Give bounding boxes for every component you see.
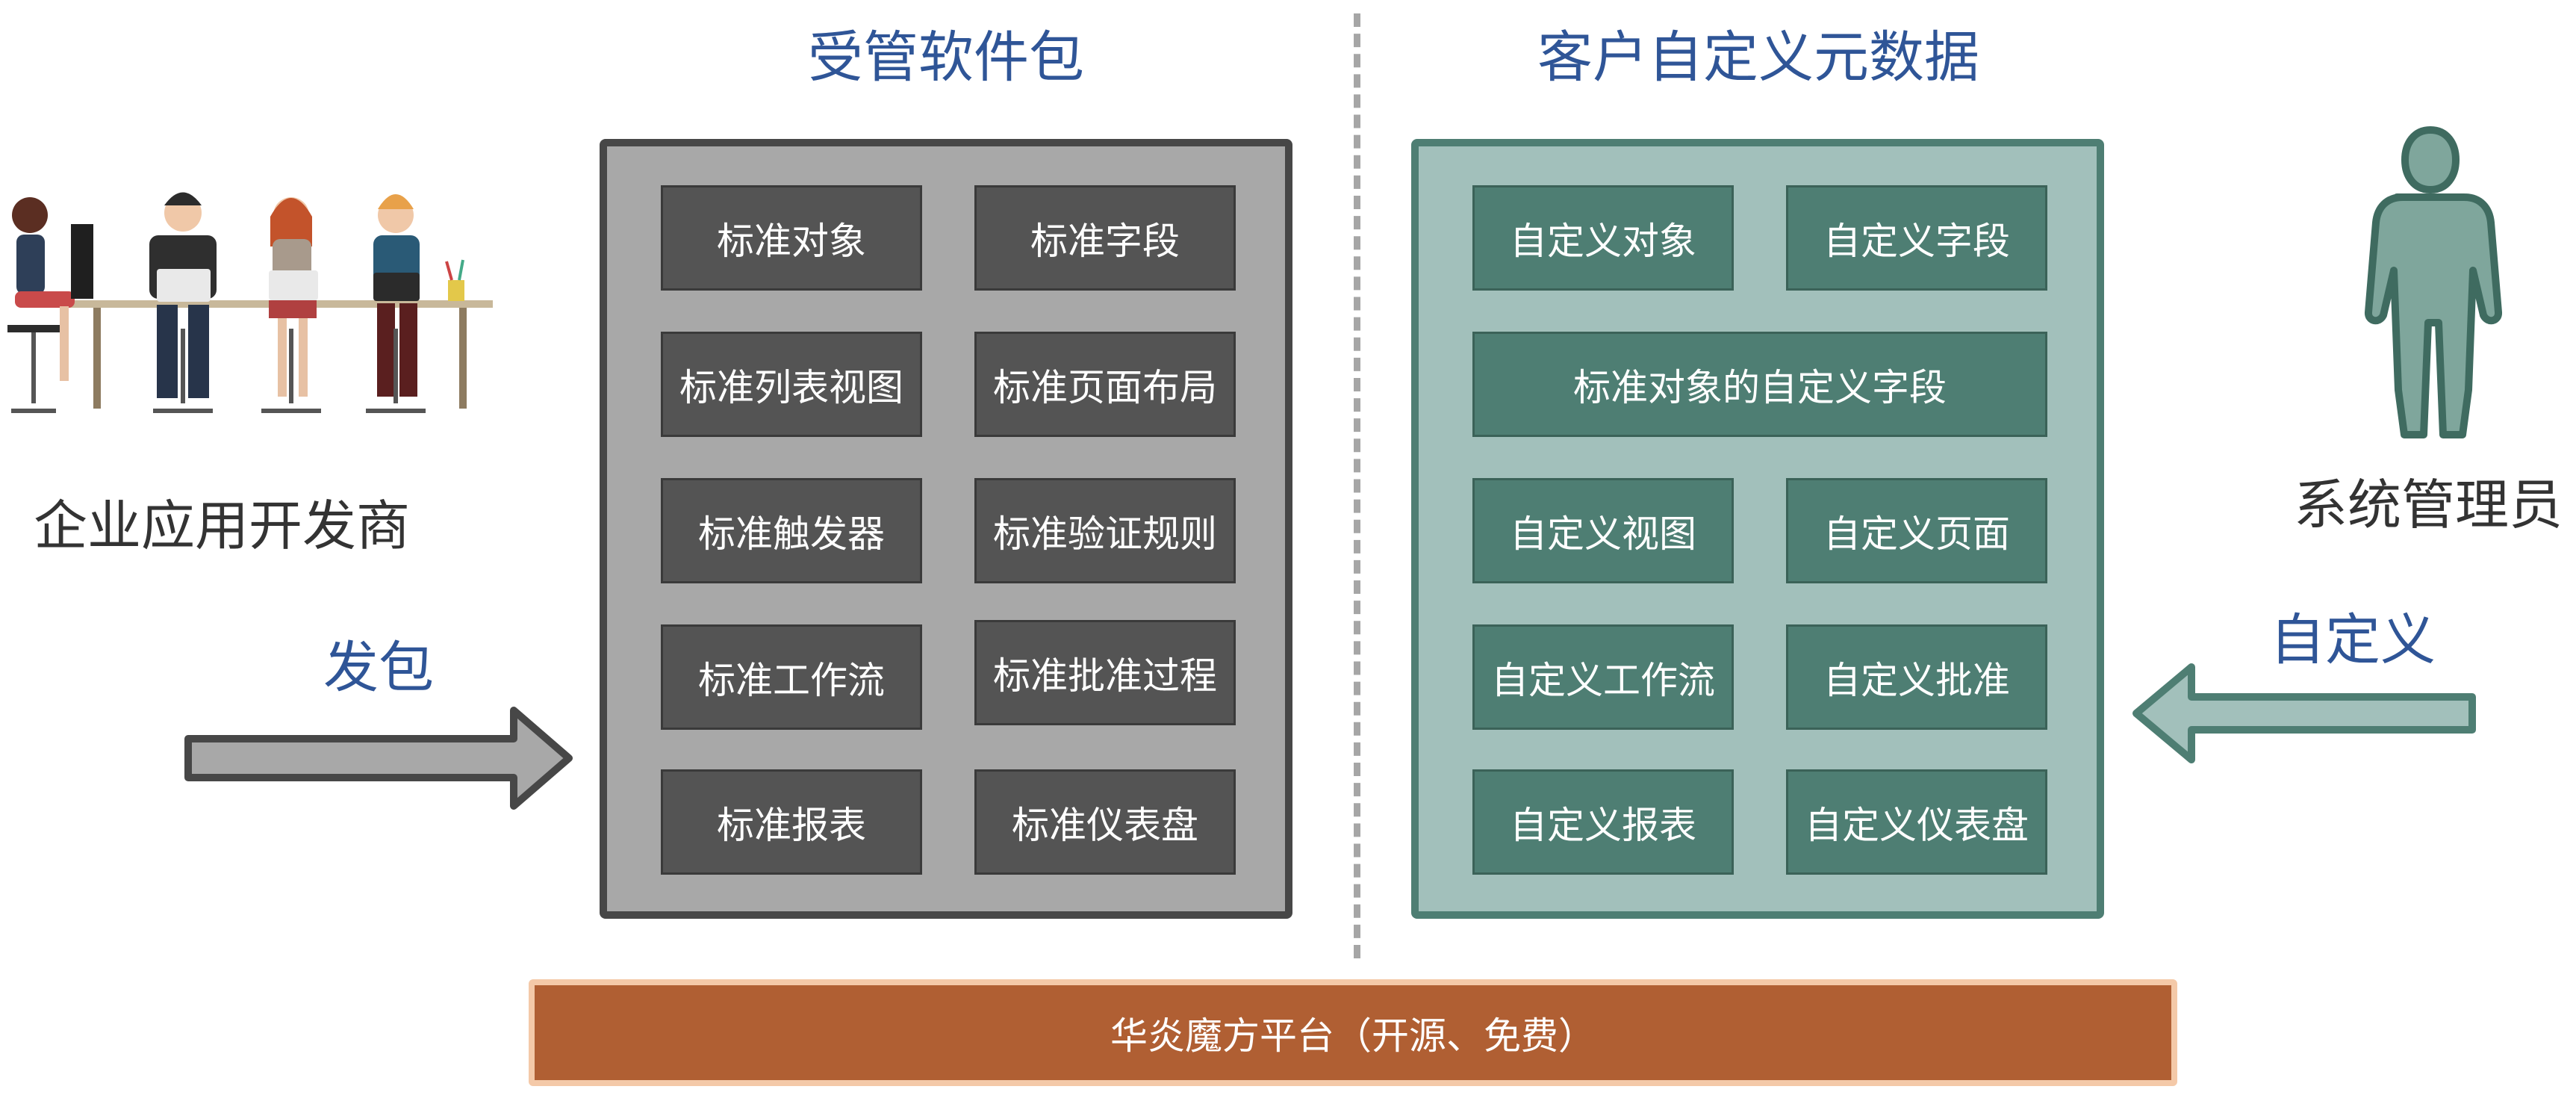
managed-item-standard-object: 标准对象 — [661, 185, 922, 291]
customize-label: 自定义 — [2270, 608, 2436, 672]
custom-item-report: 自定义报表 — [1472, 769, 1734, 875]
custom-item-object: 自定义对象 — [1472, 185, 1734, 291]
custom-item-page: 自定义页面 — [1786, 478, 2047, 583]
managed-item-standard-report: 标准报表 — [661, 769, 922, 875]
section-divider — [1354, 13, 1360, 958]
managed-item-standard-trigger: 标准触发器 — [661, 478, 922, 583]
custom-item-workflow: 自定义工作流 — [1472, 624, 1734, 730]
customer-metadata-panel: 自定义对象 自定义字段 标准对象的自定义字段 自定义视图 自定义页面 自定义工作… — [1411, 139, 2104, 919]
managed-item-standard-field: 标准字段 — [974, 185, 1236, 291]
custom-item-dashboard: 自定义仪表盘 — [1786, 769, 2047, 875]
publish-label: 发包 — [323, 636, 434, 700]
managed-package-title: 受管软件包 — [808, 25, 1084, 90]
administrator-person-icon — [2365, 126, 2502, 438]
custom-item-field: 自定义字段 — [1786, 185, 2047, 291]
developers-illustration — [7, 192, 493, 413]
customer-metadata-title: 客户自定义元数据 — [1537, 25, 1979, 90]
custom-item-view: 自定义视图 — [1472, 478, 1734, 583]
managed-item-standard-validation-rule: 标准验证规则 — [974, 478, 1236, 583]
custom-item-approval: 自定义批准 — [1786, 624, 2047, 730]
managed-item-standard-dashboard: 标准仪表盘 — [974, 769, 1236, 875]
managed-item-standard-approval-process: 标准批准过程 — [974, 620, 1236, 725]
managed-item-standard-workflow: 标准工作流 — [661, 624, 922, 730]
right-arrow-icon — [184, 707, 573, 810]
managed-item-standard-page-layout: 标准页面布局 — [974, 332, 1236, 437]
developer-label: 企业应用开发商 — [34, 494, 411, 557]
managed-package-panel: 标准对象 标准字段 标准列表视图 标准页面布局 标准触发器 标准验证规则 标准工… — [600, 139, 1292, 919]
custom-item-standard-object-custom-field: 标准对象的自定义字段 — [1472, 332, 2047, 437]
platform-bar: 华炎魔方平台（开源、免费） — [529, 979, 2177, 1086]
managed-item-standard-list-view: 标准列表视图 — [661, 332, 922, 437]
admin-label: 系统管理员 — [2294, 474, 2563, 536]
left-arrow-icon — [2132, 663, 2476, 763]
